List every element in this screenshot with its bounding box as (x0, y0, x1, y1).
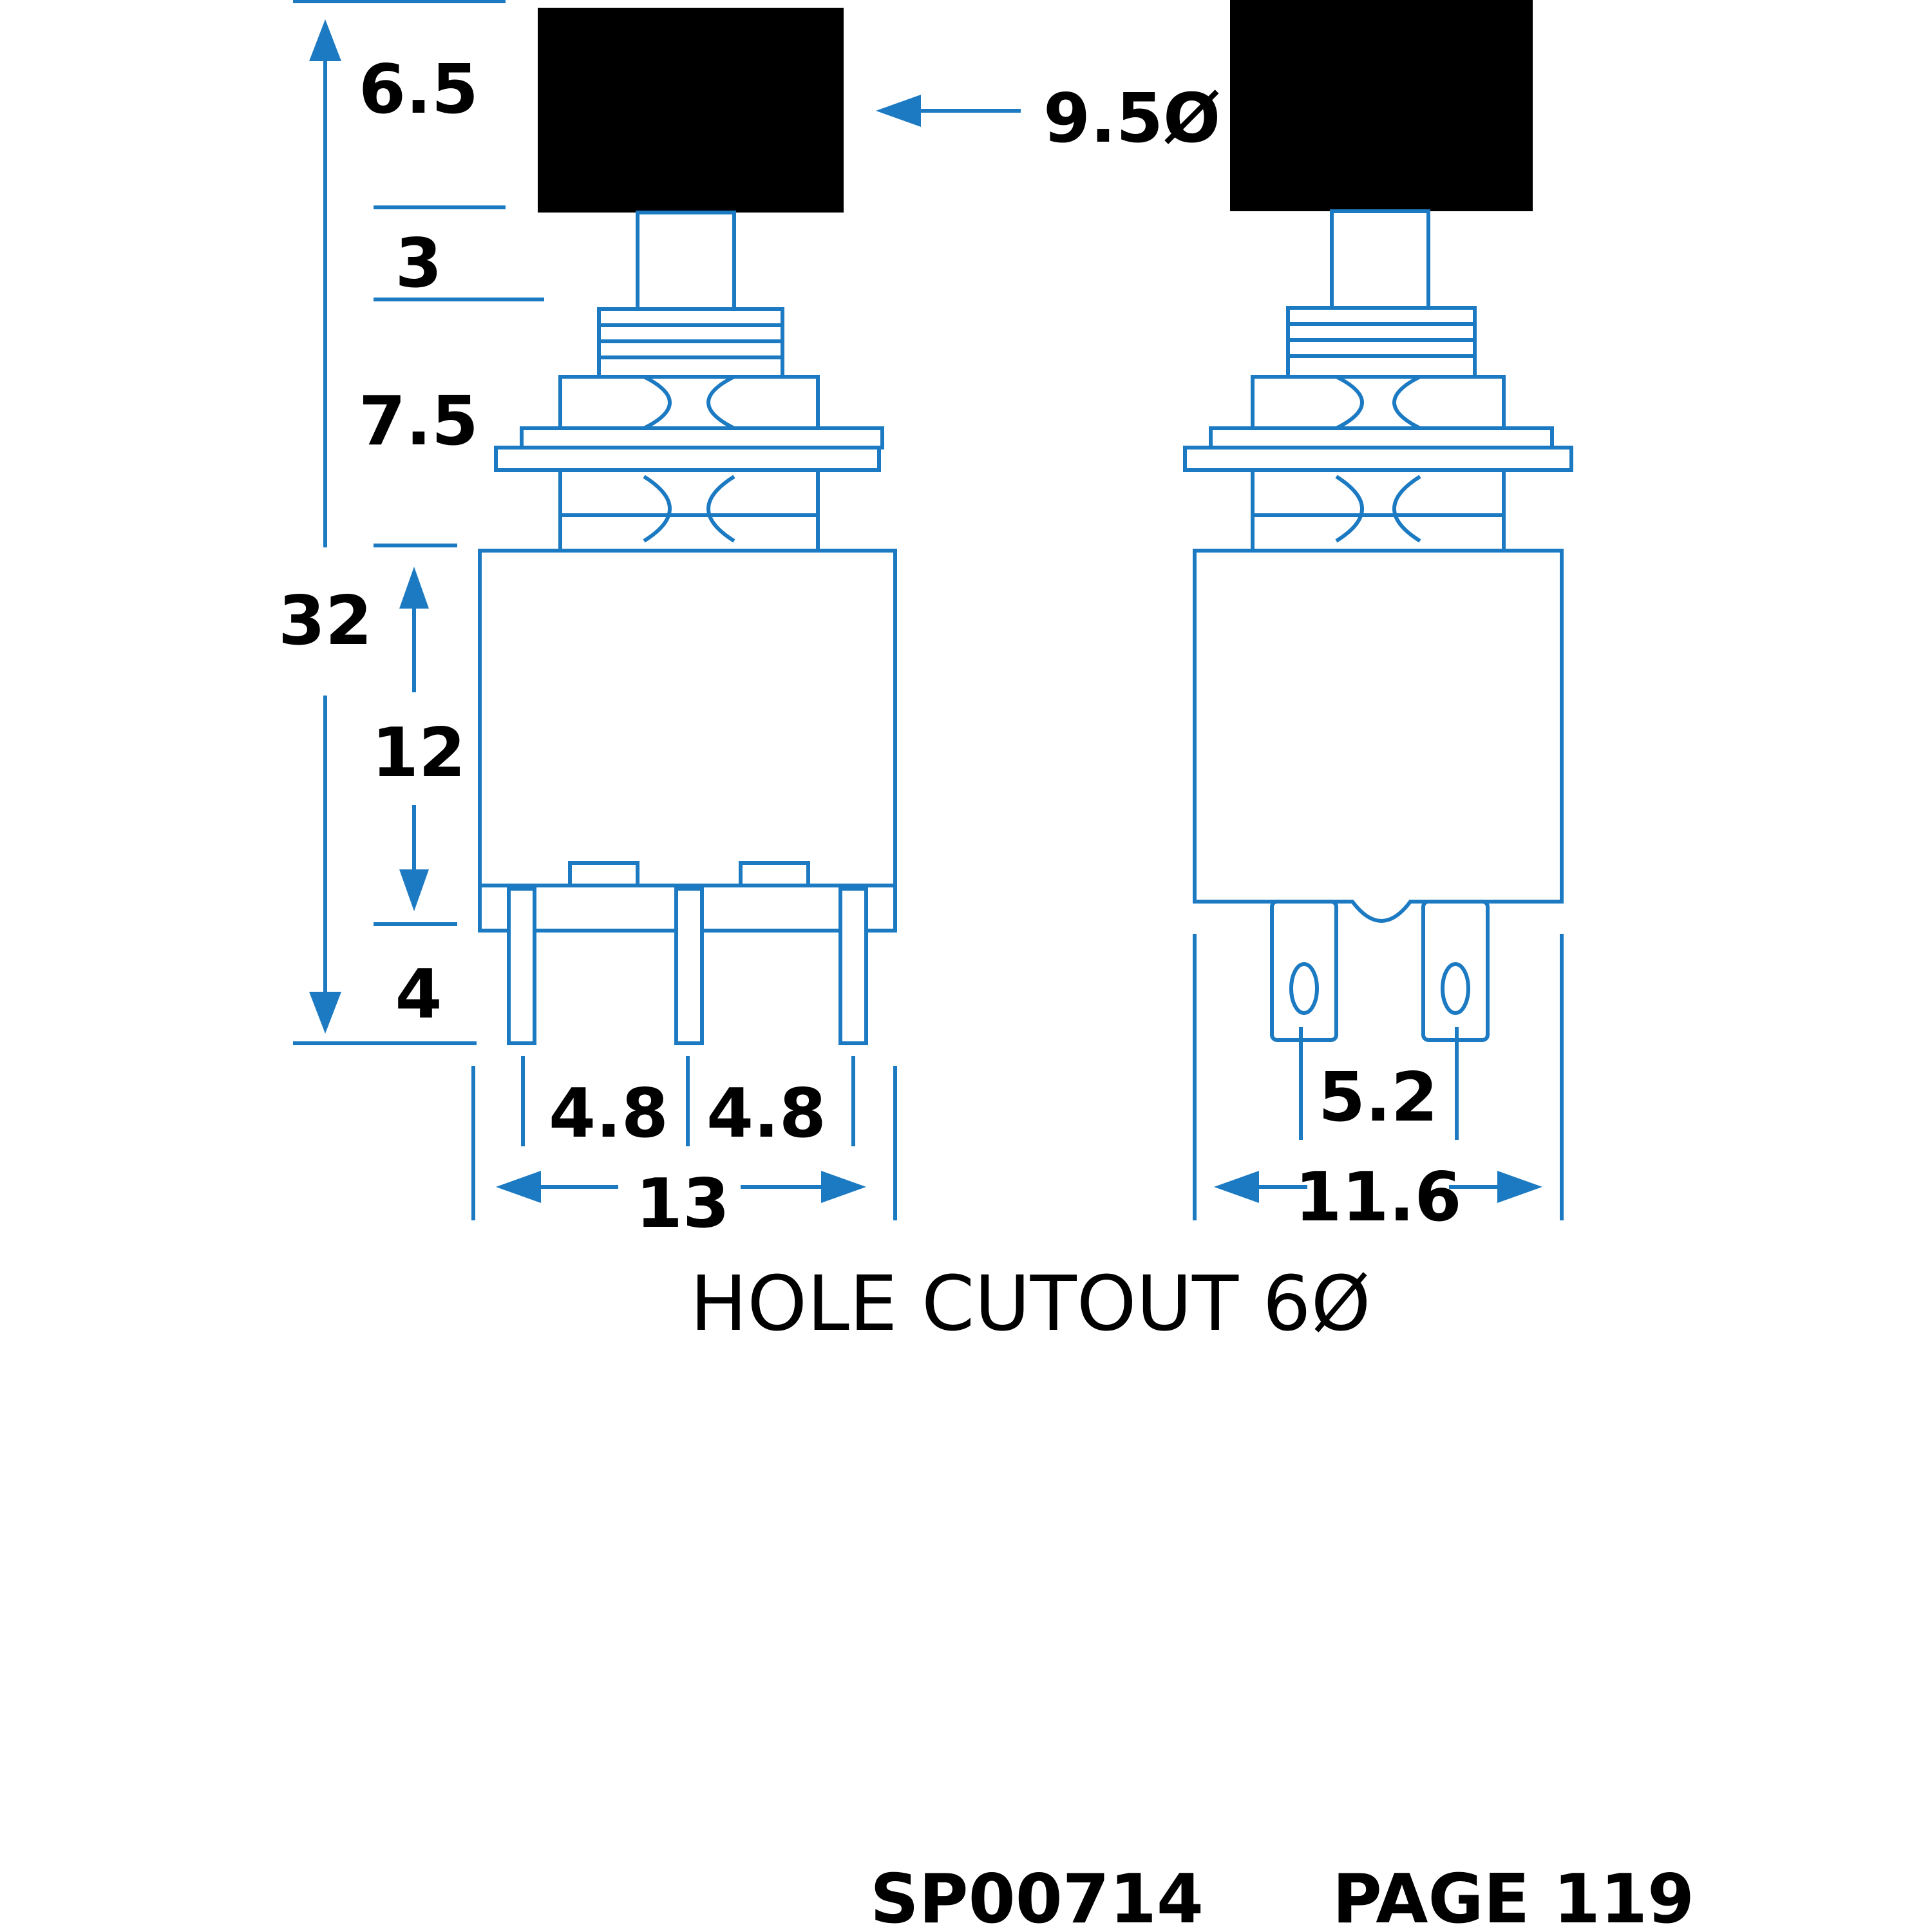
dimension-lines (293, 0, 1564, 1220)
arrow-down-32 (309, 992, 341, 1034)
arrow-left-13 (496, 1171, 541, 1203)
arrow-right-11-6 (1497, 1171, 1542, 1203)
dim-bushing-height: 7.5 (359, 382, 478, 460)
page-number: PAGE 119 (1332, 1860, 1694, 1932)
arrow-right-13 (821, 1171, 866, 1203)
side-terminals (1270, 900, 1490, 1042)
front-bushing-thread (597, 307, 784, 382)
side-stem (1330, 209, 1430, 310)
arrow-left-9-5 (876, 95, 921, 127)
dim-terminal-length: 4 (395, 955, 442, 1034)
dim-body-height: 12 (372, 714, 466, 792)
side-washer (1183, 426, 1573, 472)
dim-body-width-front: 13 (636, 1164, 730, 1243)
dim-overall-height: 32 (278, 582, 372, 660)
front-washer (494, 426, 884, 472)
part-number: SP00714 (870, 1860, 1204, 1932)
arrow-up-32 (309, 19, 341, 61)
front-terminals (507, 887, 868, 1045)
dim-body-width-side: 11.6 (1294, 1158, 1461, 1236)
front-lower-nut (558, 468, 820, 553)
hole-cutout-caption: HOLE CUTOUT 6Ø (690, 1259, 1370, 1348)
dim-cap-height: 6.5 (359, 50, 478, 129)
front-upper-nut (558, 375, 820, 430)
front-view (478, 8, 897, 1045)
side-body (1193, 549, 1564, 923)
side-view (1183, 0, 1573, 1042)
arrow-left-11-6 (1214, 1171, 1259, 1203)
dim-pitch-left: 4.8 (549, 1074, 668, 1153)
front-body (478, 549, 897, 933)
arrow-down-12 (399, 869, 429, 911)
front-stem (636, 211, 736, 311)
dim-stem-height: 3 (395, 224, 442, 303)
side-bushing-thread (1286, 306, 1477, 382)
dim-pitch-right: 4.8 (706, 1074, 826, 1153)
front-cap (538, 8, 844, 213)
side-lower-nut (1251, 468, 1506, 553)
dimension-labels: 6.5 9.5Ø 3 7.5 32 12 4 4.8 4.8 13 5.2 11… (278, 50, 1462, 1243)
dim-tab-pitch-side: 5.2 (1318, 1058, 1438, 1137)
arrow-up-12 (399, 567, 429, 609)
side-upper-nut (1251, 375, 1506, 430)
side-cap (1230, 0, 1533, 211)
dim-cap-diameter: 9.5Ø (1043, 79, 1220, 158)
